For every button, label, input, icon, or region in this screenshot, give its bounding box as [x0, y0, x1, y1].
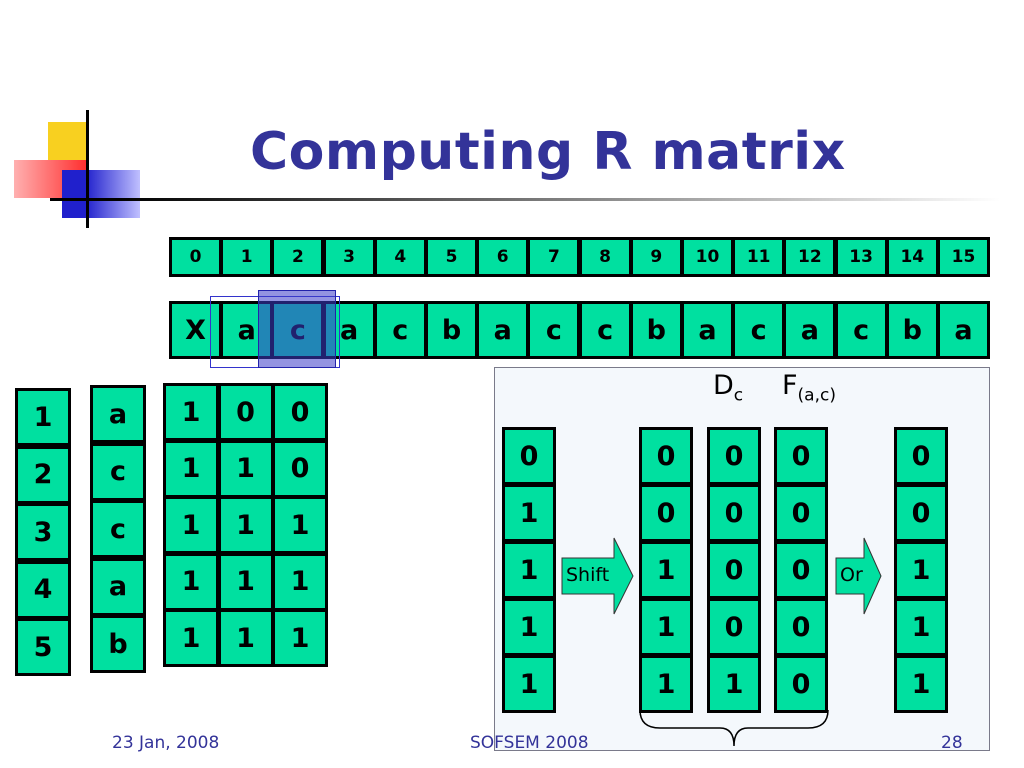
- d-label-sub: c: [733, 385, 744, 406]
- r-matrix-cell: 1: [217, 552, 274, 611]
- index-cell: 12: [783, 237, 837, 277]
- f-cell: 0: [774, 598, 828, 656]
- r-matrix-cell: 1: [272, 609, 328, 667]
- result-cell: 1: [894, 598, 948, 656]
- shift-arrow: Shift: [561, 536, 634, 616]
- title-underline: [120, 198, 1000, 201]
- row-number-cell: 4: [15, 560, 71, 619]
- r-matrix-cell: 1: [163, 439, 219, 498]
- text-cell: c: [373, 301, 427, 359]
- input-cell: 1: [502, 598, 556, 656]
- row-number-cell: 2: [15, 445, 71, 504]
- d-cell: 0: [707, 541, 761, 599]
- index-cell: 1: [220, 237, 274, 277]
- text-cell: X: [169, 301, 222, 359]
- index-cell: 9: [629, 237, 683, 277]
- index-cell: 14: [885, 237, 939, 277]
- input-cell: 1: [502, 484, 556, 542]
- index-cell: 13: [834, 237, 888, 277]
- d-cell: 0: [707, 484, 761, 542]
- index-cell: 3: [322, 237, 376, 277]
- r-matrix-cell: 1: [163, 609, 219, 667]
- r-matrix-cell: 1: [217, 609, 274, 667]
- index-cell: 0: [169, 237, 222, 277]
- index-cell: 5: [425, 237, 478, 277]
- row-number-cell: 3: [15, 503, 71, 561]
- or-arrow: Or: [835, 536, 882, 616]
- text-cell: c: [834, 301, 888, 359]
- text-cell: a: [681, 301, 734, 359]
- index-cell: 8: [578, 237, 632, 277]
- index-cell: 2: [271, 237, 325, 277]
- r-matrix-cell: 1: [163, 496, 219, 554]
- slide-title: Computing R matrix: [250, 122, 846, 182]
- window-highlight-current: [258, 290, 336, 368]
- row-number-cell: 1: [15, 388, 71, 446]
- shifted-cell: 0: [639, 484, 693, 542]
- input-cell: 1: [502, 541, 556, 599]
- or-label: Or: [840, 564, 863, 586]
- r-matrix-cell: 1: [217, 496, 274, 554]
- r-matrix-cell: 1: [163, 383, 219, 441]
- text-cell: b: [629, 301, 683, 359]
- text-cell: a: [783, 301, 837, 359]
- f-cell: 0: [774, 427, 828, 485]
- result-cell: 0: [894, 484, 948, 542]
- f-label: F(a,c): [782, 370, 836, 405]
- index-cell: 10: [681, 237, 734, 277]
- shifted-cell: 1: [639, 598, 693, 656]
- index-cell: 15: [937, 237, 990, 277]
- pattern-cell: c: [90, 442, 146, 501]
- text-cell: a: [476, 301, 530, 359]
- r-matrix-cell: 0: [217, 383, 274, 441]
- input-cell: 0: [502, 427, 556, 485]
- shifted-cell: 1: [639, 541, 693, 599]
- text-cell: c: [732, 301, 786, 359]
- input-cell: 1: [502, 655, 556, 713]
- footer-date: 23 Jan, 2008: [112, 733, 220, 753]
- d-cell: 0: [707, 427, 761, 485]
- r-matrix-cell: 1: [163, 552, 219, 611]
- pattern-cell: b: [90, 615, 146, 673]
- or-arrow-shape: [835, 537, 882, 615]
- f-cell: 0: [774, 484, 828, 542]
- r-matrix-cell: 0: [272, 383, 328, 441]
- index-cell: 6: [476, 237, 530, 277]
- result-cell: 1: [894, 541, 948, 599]
- pattern-cell: a: [90, 557, 146, 616]
- text-cell: b: [425, 301, 478, 359]
- text-cell: a: [937, 301, 990, 359]
- result-cell: 0: [894, 427, 948, 485]
- f-cell: 0: [774, 655, 828, 713]
- r-matrix-cell: 1: [272, 496, 328, 554]
- r-matrix-cell: 1: [217, 439, 274, 498]
- footer-center: SOFSEM 2008: [470, 733, 589, 753]
- row-number-cell: 5: [15, 618, 71, 676]
- group-brace: [639, 709, 829, 747]
- pattern-cell: a: [90, 385, 146, 443]
- f-label-sub: (a,c): [797, 385, 836, 406]
- text-cell: c: [527, 301, 581, 359]
- r-matrix-cell: 1: [272, 552, 328, 611]
- shift-label: Shift: [566, 564, 610, 586]
- f-label-main: F: [782, 370, 798, 401]
- corner-logo: [10, 110, 160, 230]
- d-label: Dc: [713, 370, 743, 405]
- shift-arrow-shape: [561, 537, 634, 615]
- index-cell: 11: [732, 237, 786, 277]
- d-cell: 0: [707, 598, 761, 656]
- text-cell: b: [885, 301, 939, 359]
- page-number: 28: [941, 733, 963, 753]
- shifted-cell: 1: [639, 655, 693, 713]
- shifted-cell: 0: [639, 427, 693, 485]
- text-cell: c: [578, 301, 632, 359]
- result-cell: 1: [894, 655, 948, 713]
- d-cell: 1: [707, 655, 761, 713]
- pattern-cell: c: [90, 500, 146, 558]
- index-cell: 4: [373, 237, 427, 277]
- r-matrix-cell: 0: [272, 439, 328, 498]
- f-cell: 0: [774, 541, 828, 599]
- d-label-main: D: [713, 370, 734, 401]
- index-cell: 7: [527, 237, 581, 277]
